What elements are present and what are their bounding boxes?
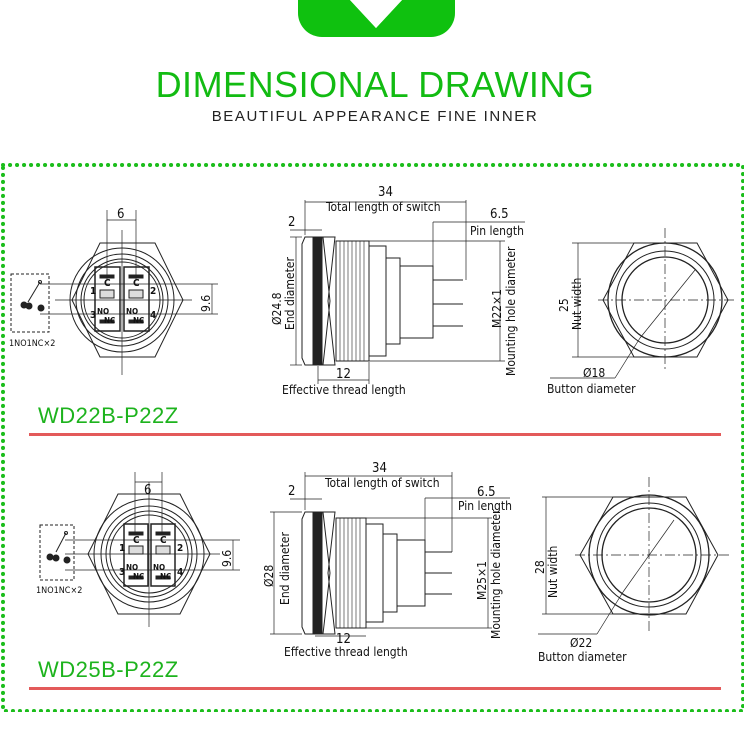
dimension-label: Ø22 bbox=[570, 636, 592, 650]
dimension-label: Effective thread length bbox=[282, 383, 406, 397]
dimension-label: End diameter bbox=[278, 532, 292, 605]
rear-view bbox=[538, 477, 730, 635]
drawing-wd25b: 6 1 2 3 4 C C NO NC NO NC 1NO1NC×2 9.6 3… bbox=[36, 461, 730, 664]
dimension-label: 28 bbox=[533, 560, 547, 574]
drawing-wd22b: 6 1 2 3 4 C C NO NC NO NC 1NO1NC×2 9.6 3… bbox=[9, 185, 736, 397]
divider-rule bbox=[29, 687, 721, 690]
dimension-label: 1NO1NC×2 bbox=[9, 339, 55, 349]
dimension-label: 6 bbox=[144, 483, 151, 498]
divider-rule bbox=[29, 433, 721, 436]
dimension-label: C bbox=[104, 278, 111, 289]
dimension-label: Ø24.8 bbox=[270, 292, 284, 325]
dimension-label: 1 bbox=[119, 543, 125, 554]
dimension-label: 6.5 bbox=[477, 485, 496, 500]
dimension-label: Pin length bbox=[470, 224, 524, 238]
dimension-label: NC bbox=[133, 572, 144, 581]
model-label-wd22b: WD22B-P22Z bbox=[38, 403, 179, 428]
rear-view bbox=[550, 228, 736, 379]
dimension-label: End diameter bbox=[283, 257, 297, 330]
header-tab bbox=[298, 0, 455, 37]
dimension-label: 12 bbox=[336, 632, 351, 647]
dimension-label: 2 bbox=[288, 215, 295, 230]
dimension-label: Pin length bbox=[458, 499, 512, 513]
dimension-label: 12 bbox=[336, 367, 351, 382]
dimension-label: Total length of switch bbox=[324, 476, 440, 490]
dimension-label: M22×1 bbox=[490, 289, 504, 328]
dimension-label: Ø18 bbox=[583, 366, 605, 380]
front-view bbox=[10, 210, 218, 375]
dimension-label: 2 bbox=[288, 484, 295, 499]
dimension-label: C bbox=[133, 535, 140, 546]
dimension-label: NC bbox=[133, 316, 144, 325]
dimension-label: 9.6 bbox=[199, 295, 213, 312]
dimension-label: Ø28 bbox=[262, 565, 276, 587]
dimension-label: NC bbox=[104, 316, 115, 325]
dimension-label: 34 bbox=[378, 185, 393, 200]
dimension-label: 4 bbox=[177, 567, 183, 578]
dimension-label: NO bbox=[97, 307, 109, 316]
dimension-label: 1 bbox=[90, 286, 96, 297]
dimension-label: Total length of switch bbox=[325, 200, 441, 214]
page-subtitle: BEAUTIFUL APPEARANCE FINE INNER bbox=[211, 108, 539, 125]
dimension-label: Effective thread length bbox=[284, 645, 408, 659]
dimension-label: NC bbox=[160, 572, 171, 581]
dimension-label: M25×1 bbox=[475, 561, 489, 600]
dimension-label: Nut width bbox=[546, 546, 560, 598]
dimension-label: 6.5 bbox=[490, 207, 509, 222]
dimension-label: 2 bbox=[150, 286, 156, 297]
dotted-frame bbox=[1, 163, 744, 712]
dimension-label: NO bbox=[126, 307, 138, 316]
dimension-label: Mounting hole diameter bbox=[504, 246, 518, 376]
dimension-label: Button diameter bbox=[538, 650, 627, 664]
side-view bbox=[290, 200, 525, 384]
dimension-label: 2 bbox=[177, 543, 183, 554]
dimension-label: Mounting hole diameter bbox=[489, 509, 503, 639]
dimension-label: C bbox=[133, 278, 140, 289]
dimension-label: 9.6 bbox=[220, 550, 234, 567]
model-label-wd25b: WD25B-P22Z bbox=[38, 657, 179, 682]
dimension-label: Button diameter bbox=[547, 382, 636, 396]
dimension-label: 34 bbox=[372, 461, 387, 476]
chevron-down-icon bbox=[350, 0, 402, 28]
dimension-label: 25 bbox=[557, 298, 571, 312]
dimension-label: 3 bbox=[119, 567, 125, 578]
page-title: DIMENSIONAL DRAWING bbox=[155, 64, 595, 105]
dimension-label: NO bbox=[153, 563, 165, 572]
dimension-label: NO bbox=[126, 563, 138, 572]
dim-contact-spacing: 6 bbox=[117, 207, 124, 222]
front-view bbox=[39, 472, 240, 627]
dimension-label: 1NO1NC×2 bbox=[36, 586, 82, 596]
dimension-label: Nut width bbox=[570, 278, 584, 330]
dimension-label: 3 bbox=[90, 310, 96, 321]
dimension-label: C bbox=[160, 535, 167, 546]
side-view bbox=[270, 472, 510, 637]
dimension-label: 4 bbox=[150, 310, 156, 321]
